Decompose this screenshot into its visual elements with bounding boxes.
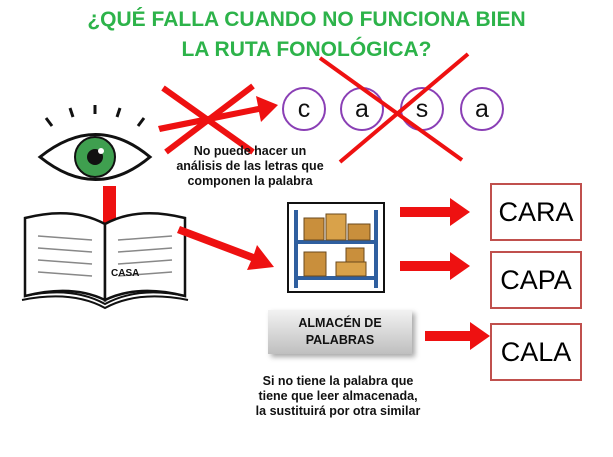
note-bottom-line-1: Si no tiene la palabra que: [262, 374, 414, 388]
note-letters: No puede hacer un análisis de las letras…: [150, 144, 350, 189]
note-letters-line-1: No puede hacer un: [193, 144, 307, 158]
open-book-icon: [21, 211, 189, 310]
note-letters-line-3: componen la palabra: [187, 174, 313, 188]
note-bottom: Si no tiene la palabra que tiene que lee…: [218, 374, 458, 419]
letter-circle-1: c: [282, 87, 326, 131]
arrow-to-word-3: [425, 322, 490, 350]
title-line-1: ¿QUÉ FALLA CUANDO NO FUNCIONA BIEN: [87, 8, 526, 31]
book-label: CASA: [111, 268, 140, 279]
almacen-line-2: PALABRAS: [305, 333, 375, 347]
word-box-3: CALA: [490, 323, 582, 381]
letter-circle-2: a: [340, 87, 384, 131]
word-box-2: CAPA: [490, 251, 582, 309]
arrow-to-word-2: [400, 252, 470, 280]
cross-icon: [161, 83, 255, 155]
note-bottom-line-2: tiene que leer almacenada,: [258, 389, 418, 403]
eye-icon: [37, 105, 153, 181]
letter-circle-3: s: [400, 87, 444, 131]
word-box-1: CARA: [490, 183, 582, 241]
letter-circle-4: a: [460, 87, 504, 131]
arrow-to-word-1: [400, 198, 470, 226]
storage-shelf-icon: [287, 202, 385, 293]
arrow-book-to-storage: [177, 226, 274, 270]
almacen-label: ALMACÉN DE PALABRAS: [268, 310, 412, 354]
almacen-line-1: ALMACÉN DE: [298, 316, 382, 330]
note-letters-line-2: análisis de las letras que: [176, 159, 324, 173]
note-bottom-line-3: la sustituirá por otra similar: [255, 404, 421, 418]
